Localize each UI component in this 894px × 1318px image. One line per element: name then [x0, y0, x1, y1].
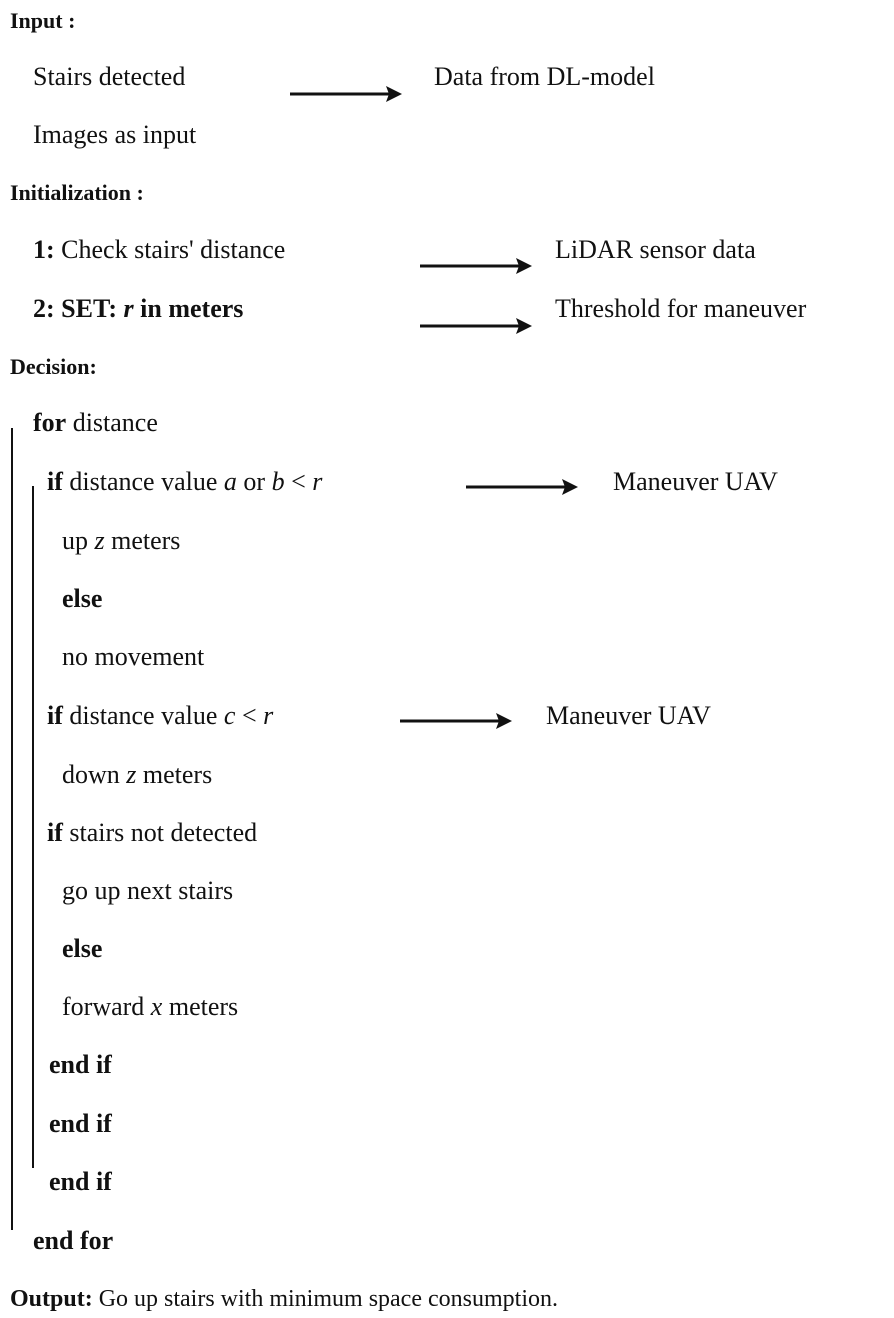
- forward-text: forward: [62, 992, 145, 1021]
- if-statement-1: if distance value a or b < r: [47, 467, 322, 497]
- if1-var-b: b: [271, 467, 285, 496]
- down-statement: down z meters: [62, 760, 212, 790]
- if-block-bracket: [32, 486, 34, 1168]
- if1-or: or: [243, 467, 266, 496]
- for-text: distance: [72, 408, 158, 437]
- arrow-init-2: [420, 316, 532, 336]
- init-step-1: 1: Check stairs' distance: [33, 235, 285, 265]
- if1-note-maneuver: Maneuver UAV: [613, 467, 778, 496]
- input-heading: Input :: [10, 8, 76, 33]
- if2-var-r: r: [263, 701, 274, 730]
- init-step-2-rest: in meters: [140, 294, 244, 323]
- for-statement: for distance: [33, 408, 158, 438]
- init-step-1-text: Check stairs' distance: [61, 235, 286, 264]
- init-step-2-set: SET:: [61, 294, 118, 323]
- if-keyword-1: if: [47, 467, 63, 496]
- end-if-3: end if: [49, 1167, 112, 1196]
- else-keyword-1: else: [62, 584, 103, 613]
- if1-text: distance value: [69, 467, 218, 496]
- end-for: end for: [33, 1226, 114, 1255]
- init-step-2: 2: SET: r in meters: [33, 294, 243, 324]
- if1-lt: <: [291, 467, 306, 496]
- up-rest: meters: [111, 526, 181, 555]
- input-stairs-detected: Stairs detected: [33, 62, 186, 91]
- if3-text: stairs not detected: [69, 818, 258, 847]
- for-keyword: for: [33, 408, 67, 437]
- up-text: up: [62, 526, 88, 555]
- down-text: down: [62, 760, 120, 789]
- up-var: z: [94, 526, 105, 555]
- arrow-init-1: [420, 256, 532, 276]
- initialization-heading: Initialization :: [10, 180, 144, 205]
- if2-var-c: c: [223, 701, 236, 730]
- input-images: Images as input: [33, 120, 197, 149]
- output-label: Output:: [10, 1286, 93, 1312]
- down-var: z: [126, 760, 137, 789]
- input-note-dl-model: Data from DL-model: [434, 62, 655, 91]
- forward-var: x: [150, 992, 163, 1021]
- if2-text: distance value: [69, 701, 218, 730]
- go-up-next-stairs: go up next stairs: [62, 876, 234, 905]
- if1-var-r: r: [312, 467, 323, 496]
- down-rest: meters: [142, 760, 213, 789]
- else-keyword-2: else: [62, 934, 103, 963]
- if-statement-3: if stairs not detected: [47, 818, 257, 848]
- init-step-2-number: 2:: [33, 294, 55, 323]
- forward-rest: meters: [168, 992, 239, 1021]
- end-if-1: end if: [49, 1050, 112, 1079]
- end-if-2: end if: [49, 1109, 112, 1138]
- if1-var-a: a: [223, 467, 237, 496]
- up-statement: up z meters: [62, 526, 180, 556]
- if2-note-maneuver: Maneuver UAV: [546, 701, 711, 730]
- init-step-2-var: r: [123, 294, 134, 323]
- if2-lt: <: [241, 701, 257, 730]
- if-statement-2: if distance value c < r: [47, 701, 273, 731]
- output-text: Go up stairs with minimum space consumpt…: [98, 1286, 558, 1312]
- no-movement: no movement: [62, 642, 205, 671]
- forward-statement: forward x meters: [62, 992, 238, 1022]
- decision-heading: Decision:: [10, 354, 97, 379]
- arrow-if-2: [400, 711, 512, 731]
- output-line: Output: Go up stairs with minimum space …: [10, 1284, 558, 1314]
- arrow-if-1: [466, 477, 578, 497]
- init-step-1-number: 1:: [33, 235, 55, 264]
- arrow-input: [290, 84, 402, 104]
- for-loop-bracket: [11, 428, 13, 1230]
- init-note-threshold: Threshold for maneuver: [555, 294, 807, 323]
- if-keyword-2: if: [47, 701, 63, 730]
- init-note-lidar: LiDAR sensor data: [555, 235, 756, 264]
- if-keyword-3: if: [47, 818, 63, 847]
